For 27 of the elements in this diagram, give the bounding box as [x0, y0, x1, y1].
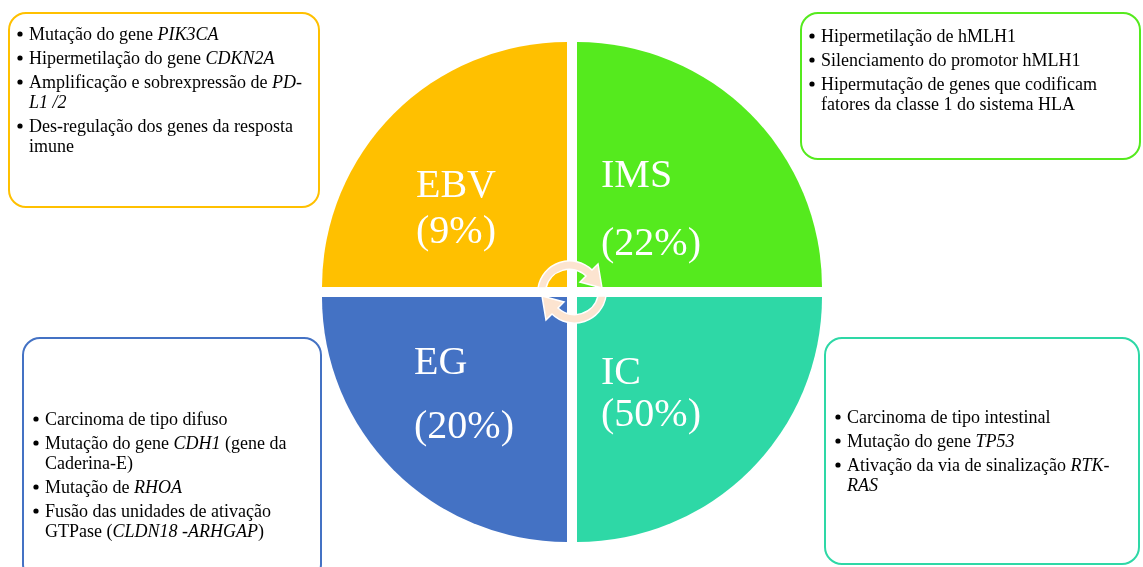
segment-label: IMS — [601, 152, 673, 196]
bullet-text: Ativação da via de sinalização RTK-RAS — [847, 455, 1110, 495]
bullet-text: Mutação de RHOA — [45, 477, 182, 497]
segment-label: (9%) — [416, 208, 496, 252]
bullet-text: Carcinoma de tipo difuso — [45, 409, 228, 429]
segment-label: (20%) — [414, 403, 514, 447]
info-box — [22, 337, 322, 567]
bullet-text: Amplificação e sobrexpressão de PD-L1 /2 — [29, 72, 302, 112]
bullet-text: Carcinoma de tipo intestinal — [847, 407, 1051, 427]
bullet-text: Des-regulação dos genes da resposta imune — [29, 116, 293, 156]
segment-label: (50%) — [601, 391, 701, 435]
segment-label: (22%) — [601, 220, 701, 264]
bullet-text: Mutação do gene TP53 — [847, 431, 1015, 451]
bullet-text: Fusão das unidades de ativação GTPase (CLDN18 -ARHGAP) — [45, 501, 271, 541]
bullet-text: Hipermetilação do gene CDKN2A — [29, 48, 275, 68]
segment-label: EG — [414, 339, 468, 383]
bullet-text: Hipermutação de genes que codificam fatores da classe 1 do sistema HLA — [821, 74, 1097, 114]
bullet-text: Mutação do gene PIK3CA — [29, 24, 219, 44]
segment-label: EBV — [416, 162, 496, 206]
info-box — [800, 12, 1141, 160]
info-box — [824, 337, 1140, 565]
bullet-text: Silenciamento do promotor hMLH1 — [821, 50, 1081, 70]
info-box — [8, 12, 320, 208]
bullet-text: Hipermetilação de hMLH1 — [821, 26, 1016, 46]
quarter-circle — [322, 42, 567, 287]
bullet-text: Mutação do gene CDH1 (gene da Caderina-E) — [45, 433, 287, 473]
segment-label: IC — [601, 349, 641, 393]
